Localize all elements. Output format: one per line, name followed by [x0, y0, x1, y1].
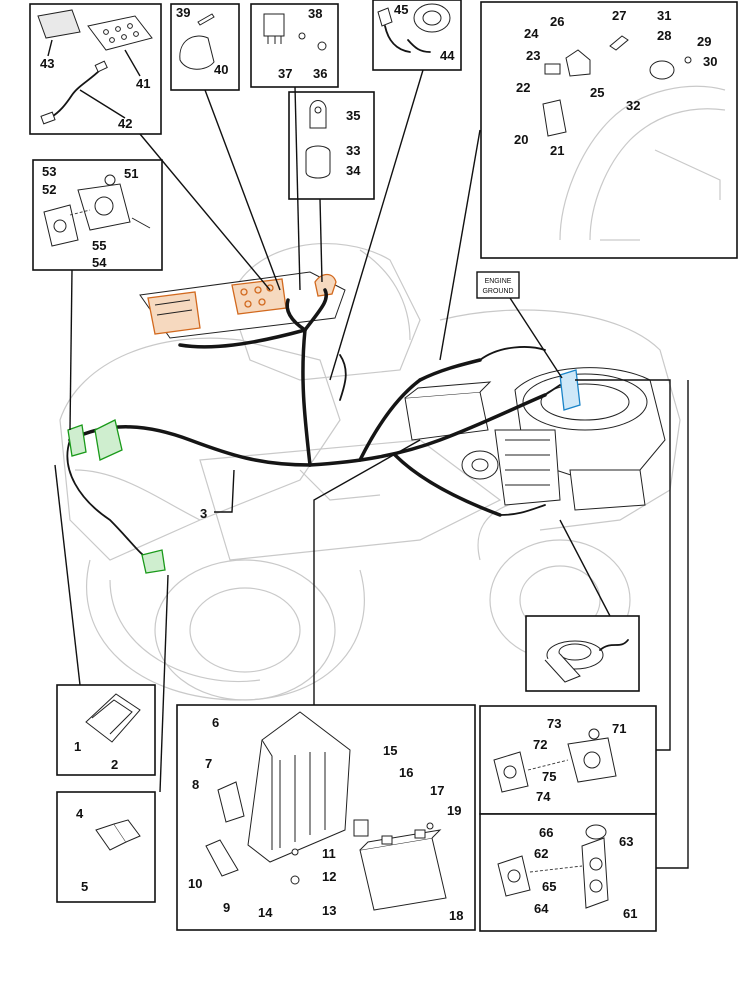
- callout-37: 37: [278, 66, 292, 81]
- battery-in-frame: [404, 381, 492, 441]
- callout-62: 62: [534, 846, 548, 861]
- callout-27: 27: [612, 8, 626, 23]
- callout-39: 39: [176, 5, 190, 20]
- callout-10: 10: [188, 876, 202, 891]
- callout-36: 36: [313, 66, 327, 81]
- detail-box-socket-rear-a: 73 72 71 75 74: [479, 705, 657, 815]
- detail-box-display-cable: 43 41 42: [29, 3, 162, 135]
- callout-1: 1: [74, 739, 81, 754]
- detail-box-horn: 45 44: [372, 0, 462, 71]
- leader-lines: [54, 69, 689, 869]
- callout-43: 43: [40, 56, 54, 71]
- engine-ground-label: ENGINE GROUND: [476, 271, 563, 379]
- detail-box-pto-clutch: [525, 615, 640, 692]
- callout-15: 15: [383, 743, 397, 758]
- callout-53: 53: [42, 164, 56, 179]
- tractor-outline: [59, 243, 681, 701]
- callout-3-leader: [214, 469, 235, 513]
- callout-66: 66: [539, 825, 553, 840]
- callout-22: 22: [516, 80, 530, 95]
- detail-box-socket-rear-b: 66 63 62 65 64 61: [479, 813, 657, 932]
- callout-38: 38: [308, 6, 322, 21]
- callout-7: 7: [205, 756, 212, 771]
- callout-13: 13: [322, 903, 336, 918]
- callout-34: 34: [346, 163, 361, 178]
- callout-2: 2: [111, 757, 118, 772]
- callout-74: 74: [536, 789, 551, 804]
- callout-21: 21: [550, 143, 564, 158]
- callout-29: 29: [697, 34, 711, 49]
- callout-65: 65: [542, 879, 556, 894]
- callout-6: 6: [212, 715, 219, 730]
- detail-box-socket-front: 53 52 51 55 54: [32, 159, 163, 271]
- callout-24: 24: [524, 26, 539, 41]
- engine: [461, 367, 666, 511]
- callout-52: 52: [42, 182, 56, 197]
- detail-box-switch-4: 4 5: [56, 791, 156, 903]
- callout-45: 45: [394, 2, 408, 17]
- callout-31: 31: [657, 8, 671, 23]
- callout-63: 63: [619, 834, 633, 849]
- callout-9: 9: [223, 900, 230, 915]
- callout-17: 17: [430, 783, 444, 798]
- detail-box-ignition: 35 33 34: [288, 91, 375, 200]
- callout-64: 64: [534, 901, 549, 916]
- callout-30: 30: [703, 54, 717, 69]
- detail-box-switch-1: 1 2: [56, 684, 156, 776]
- callout-72: 72: [533, 737, 547, 752]
- detail-box-rear-fender: 26 27 31 24 28 23 29 30 22 25 32 20 21: [480, 1, 738, 259]
- callout-18: 18: [449, 908, 463, 923]
- callout-3: 3: [200, 506, 207, 521]
- callout-19: 19: [447, 803, 461, 818]
- callout-12: 12: [322, 869, 336, 884]
- callout-55: 55: [92, 238, 106, 253]
- callout-16: 16: [399, 765, 413, 780]
- callout-40: 40: [214, 62, 228, 77]
- dashboard-panel: [139, 271, 346, 339]
- callout-26: 26: [550, 14, 564, 29]
- callout-14: 14: [258, 905, 273, 920]
- highlight-connectors: [67, 369, 581, 574]
- callout-4: 4: [76, 806, 84, 821]
- callout-11: 11: [322, 846, 336, 861]
- detail-box-battery-tray: 6 7 8 10 9 14 11 12 13 15 16 17 19 18: [176, 704, 476, 931]
- callout-51: 51: [124, 166, 138, 181]
- callout-61: 61: [623, 906, 637, 921]
- detail-box-relay: 38 37 36: [250, 3, 339, 88]
- callout-32: 32: [626, 98, 640, 113]
- engine-ground-line-2: GROUND: [482, 288, 513, 295]
- detail-box-cover: 39 40: [170, 3, 240, 91]
- callout-28: 28: [657, 28, 671, 43]
- callout-42: 42: [118, 116, 132, 131]
- callout-23: 23: [526, 48, 540, 63]
- callout-73: 73: [547, 716, 561, 731]
- callout-41: 41: [136, 76, 150, 91]
- callout-5: 5: [81, 879, 88, 894]
- callout-33: 33: [346, 143, 360, 158]
- callout-8: 8: [192, 777, 199, 792]
- callout-20: 20: [514, 132, 528, 147]
- callout-35: 35: [346, 108, 360, 123]
- callout-54: 54: [92, 255, 107, 270]
- engine-ground-line-1: ENGINE: [485, 278, 512, 285]
- callout-25: 25: [590, 85, 604, 100]
- callout-44: 44: [440, 48, 455, 63]
- callout-71: 71: [612, 721, 626, 736]
- main-wiring-harness: [66, 288, 576, 561]
- callout-75: 75: [542, 769, 556, 784]
